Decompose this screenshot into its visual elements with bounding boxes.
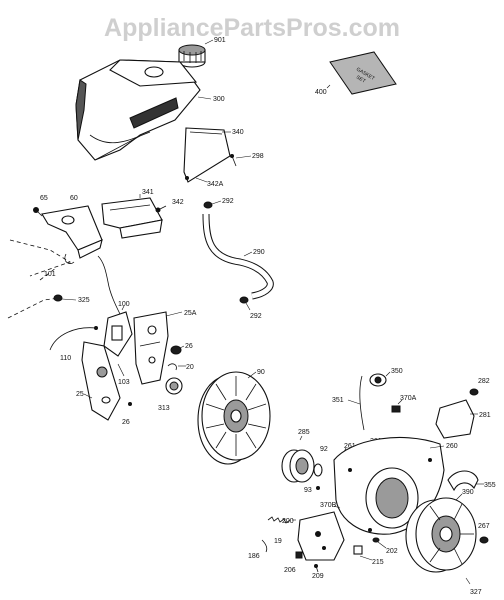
label-285: 285: [298, 429, 310, 436]
part-350: [369, 373, 387, 387]
label-92: 92: [320, 446, 328, 453]
spring-19-part: [267, 516, 291, 524]
screw-342-part: [155, 205, 167, 213]
label-281: 281: [479, 412, 491, 419]
tank-bracket-part: [183, 127, 231, 183]
label-342A: 342A: [207, 181, 224, 188]
bracket-341-part: [101, 197, 163, 239]
fuel-line-part: [202, 213, 274, 300]
part-370A: [391, 405, 401, 413]
label-209: 209: [312, 573, 324, 580]
flywheel-part: [197, 371, 271, 465]
label-20: 20: [186, 364, 194, 371]
bracket-60-part: [41, 205, 103, 259]
ignition-module-part: [97, 255, 133, 357]
part-209: [314, 564, 319, 573]
label-327: 327: [470, 589, 482, 596]
plate-25-part: [81, 341, 121, 421]
label-267: 267: [478, 523, 490, 530]
label-313: 313: [158, 405, 170, 412]
label-202: 202: [386, 548, 398, 555]
part-92: [313, 463, 323, 477]
clamp-292-bottom-part: [239, 296, 249, 304]
screw-26-bottom-part: [128, 402, 132, 406]
armature-25A-part: [133, 311, 169, 385]
watermark-text: AppliancePartsPros.com: [104, 14, 400, 42]
part-267: [479, 536, 489, 544]
label-290: 290: [253, 249, 265, 256]
washer-26-top-part: [170, 345, 182, 355]
label-93: 93: [304, 487, 312, 494]
label-350: 350: [391, 368, 403, 375]
label-298: 298: [252, 153, 264, 160]
part-202: [372, 537, 380, 543]
label-390: 390: [462, 489, 474, 496]
label-25: 25: [76, 391, 84, 398]
part-206: [295, 551, 303, 559]
label-292-bottom: 292: [250, 313, 262, 320]
label-65: 65: [40, 195, 48, 202]
rod-351-part: [359, 375, 365, 431]
part-20: [167, 363, 177, 371]
label-101: 101: [44, 271, 56, 278]
label-901: 901: [214, 37, 226, 44]
label-90: 90: [257, 369, 265, 376]
label-282: 282: [478, 378, 490, 385]
gasket-card-line2: SET: [355, 75, 366, 85]
label-340: 340: [232, 129, 244, 136]
recoil-starter-part: [405, 497, 477, 573]
label-103: 103: [118, 379, 130, 386]
part-281: [435, 399, 475, 439]
part-215: [353, 545, 363, 555]
label-26-bottom: 26: [122, 419, 130, 426]
clip-325-part: [53, 294, 63, 302]
label-342: 342: [172, 199, 184, 206]
clamp-292-top-part: [203, 201, 213, 209]
fuel-cap-part: [178, 44, 206, 68]
label-206: 206: [284, 567, 296, 574]
label-370A: 370A: [400, 395, 417, 402]
part-186: [261, 539, 268, 553]
label-400: 400: [315, 89, 327, 96]
label-100: 100: [118, 301, 130, 308]
label-186: 186: [248, 553, 260, 560]
part-101: [64, 253, 75, 264]
part-93: [316, 486, 320, 490]
label-351: 351: [332, 397, 344, 404]
screw-298-part: [230, 154, 237, 167]
label-215: 215: [372, 559, 384, 566]
label-292-top: 292: [222, 198, 234, 205]
gasket-set-card: GASKET SET: [329, 51, 397, 95]
label-26-top: 26: [185, 343, 193, 350]
label-355: 355: [484, 482, 496, 489]
label-110: 110: [60, 355, 71, 362]
control-cable-dashed: [7, 239, 71, 319]
part-282: [469, 388, 479, 396]
part-285: [281, 449, 315, 483]
label-300: 300: [213, 96, 225, 103]
label-19: 19: [274, 538, 282, 545]
screw-65-part: [33, 207, 43, 217]
part-313: [165, 377, 183, 395]
fuel-tank-part: [75, 59, 201, 161]
label-25A: 25A: [184, 310, 197, 317]
label-325: 325: [78, 297, 90, 304]
starter-handle-part: [447, 470, 479, 492]
label-260: 260: [446, 443, 458, 450]
label-261: 261: [344, 443, 356, 450]
label-370B: 370B: [320, 502, 337, 509]
part-200: [297, 511, 345, 561]
label-341: 341: [142, 189, 154, 196]
ground-wire-110-part: [49, 326, 98, 351]
label-60: 60: [70, 195, 78, 202]
